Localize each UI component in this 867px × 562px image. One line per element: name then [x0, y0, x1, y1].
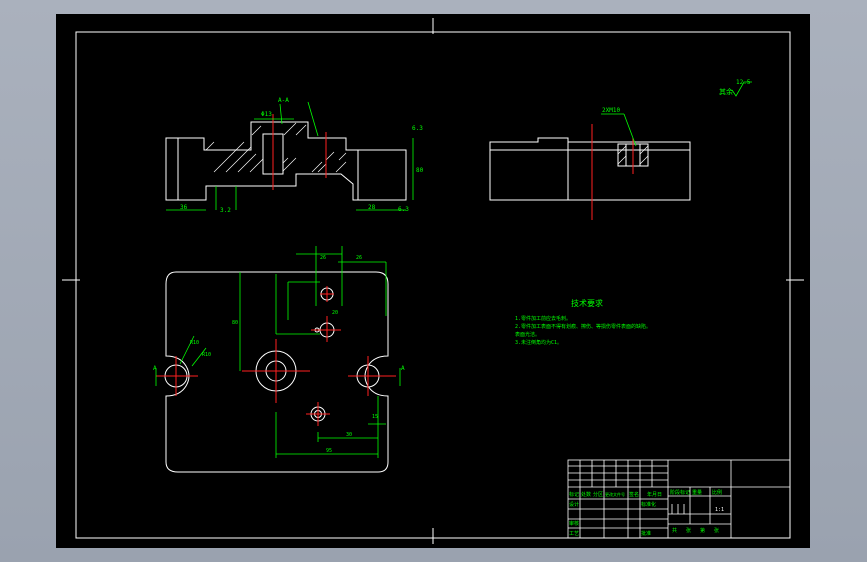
tech-line-2: 2.零件加工表面不得有划痕、擦伤、等损伤零件表面的缺陷。: [515, 323, 651, 330]
dim-top-2: 26: [356, 255, 362, 261]
side-outline: [489, 137, 691, 201]
tb-scale-value: 1:1: [715, 507, 724, 513]
tb-review: 审核: [569, 520, 579, 527]
tb-standard: 标准化: [641, 501, 656, 508]
roughness-bottom: 6.3: [398, 206, 409, 213]
dim-partial: 30: [346, 432, 352, 438]
side-hatch: [617, 145, 649, 165]
dim-radius-2: R10: [202, 352, 211, 358]
surface-note-value: 12.5: [736, 79, 751, 86]
section-view: A-A Φ13 36 80 28 6.3 6.3 3.2: [165, 97, 424, 214]
side-view: 2XM10: [489, 107, 691, 220]
section-mark-right: A: [401, 365, 405, 372]
dim-right-small: 15: [372, 414, 378, 420]
tech-line-1: 1.零件加工前应去毛刺。: [515, 315, 571, 322]
tech-requirements: 技术要求 1.零件加工前应去毛刺。 2.零件加工表面不得有划痕、擦伤、等损伤零件…: [515, 298, 651, 346]
tb-stage: 阶段标记: [670, 489, 690, 496]
tech-line-4: 3.未注倒角均为C1。: [515, 339, 562, 346]
section-mark-left: A: [153, 365, 157, 372]
surface-note-label: 其余: [719, 87, 733, 96]
side-callout: 2XM10: [602, 107, 620, 114]
plan-outline: [165, 271, 389, 473]
tb-scale: 比例: [712, 489, 722, 496]
dim-side-width: 36: [180, 204, 188, 211]
tb-design: 设计: [569, 501, 579, 508]
drawing-sheet: A-A Φ13 36 80 28 6.3 6.3 3.2 2XM10 其余 12…: [56, 14, 810, 548]
tb-zone: 分区: [593, 491, 603, 498]
dim-radius-1: R10: [190, 340, 199, 346]
tb-approve: 批准: [641, 530, 651, 537]
plan-dimensions: [155, 246, 401, 458]
drawing-canvas: A-A Φ13 36 80 28 6.3 6.3 3.2 2XM10 其余 12…: [62, 18, 804, 544]
dim-width-total: 95: [326, 448, 332, 454]
dim-bore: Φ13: [261, 111, 272, 118]
inner-border: [75, 31, 791, 539]
section-label: A-A: [278, 97, 289, 104]
dim-hole-offset: 20: [332, 310, 338, 316]
roughness-symbol-icon: [731, 81, 752, 97]
section-outline: [165, 121, 407, 201]
dim-height: 80: [416, 167, 424, 174]
dim-depth: 28: [368, 204, 376, 211]
section-dimensions: [166, 101, 414, 211]
tb-mark: 标记: [569, 491, 579, 498]
tech-title: 技术要求: [571, 298, 603, 308]
dim-left-height: 80: [232, 320, 238, 326]
surface-note: 其余 12.5: [719, 79, 752, 97]
tb-change-doc: 更改文件号: [605, 491, 625, 497]
title-block: 标记 处数 分区 更改文件号 签名 年月日 设计 标准化 审核 工艺 批准 阶段…: [567, 459, 791, 539]
plan-centerlines: [156, 286, 396, 426]
tb-date: 年月日: [647, 491, 662, 498]
roughness-left: 3.2: [220, 207, 231, 214]
tb-sheet-4: 张: [714, 527, 719, 534]
plan-view: A A 26 26 80 20 95 30 15 R10 R10: [153, 246, 405, 473]
tb-sheet-2: 张: [686, 527, 691, 534]
drawing-frame: [62, 18, 804, 544]
tb-count: 处数: [581, 491, 591, 498]
tech-line-3: 表面光洁。: [515, 331, 540, 338]
tb-process: 工艺: [569, 531, 579, 537]
tb-sheet-1: 共: [672, 527, 677, 534]
tb-sign: 签名: [629, 491, 639, 498]
dim-top-1: 26: [320, 255, 326, 261]
roughness-top: 6.3: [412, 125, 423, 132]
tb-sheet-3: 第: [700, 527, 705, 534]
tb-weight: 重量: [692, 489, 702, 496]
